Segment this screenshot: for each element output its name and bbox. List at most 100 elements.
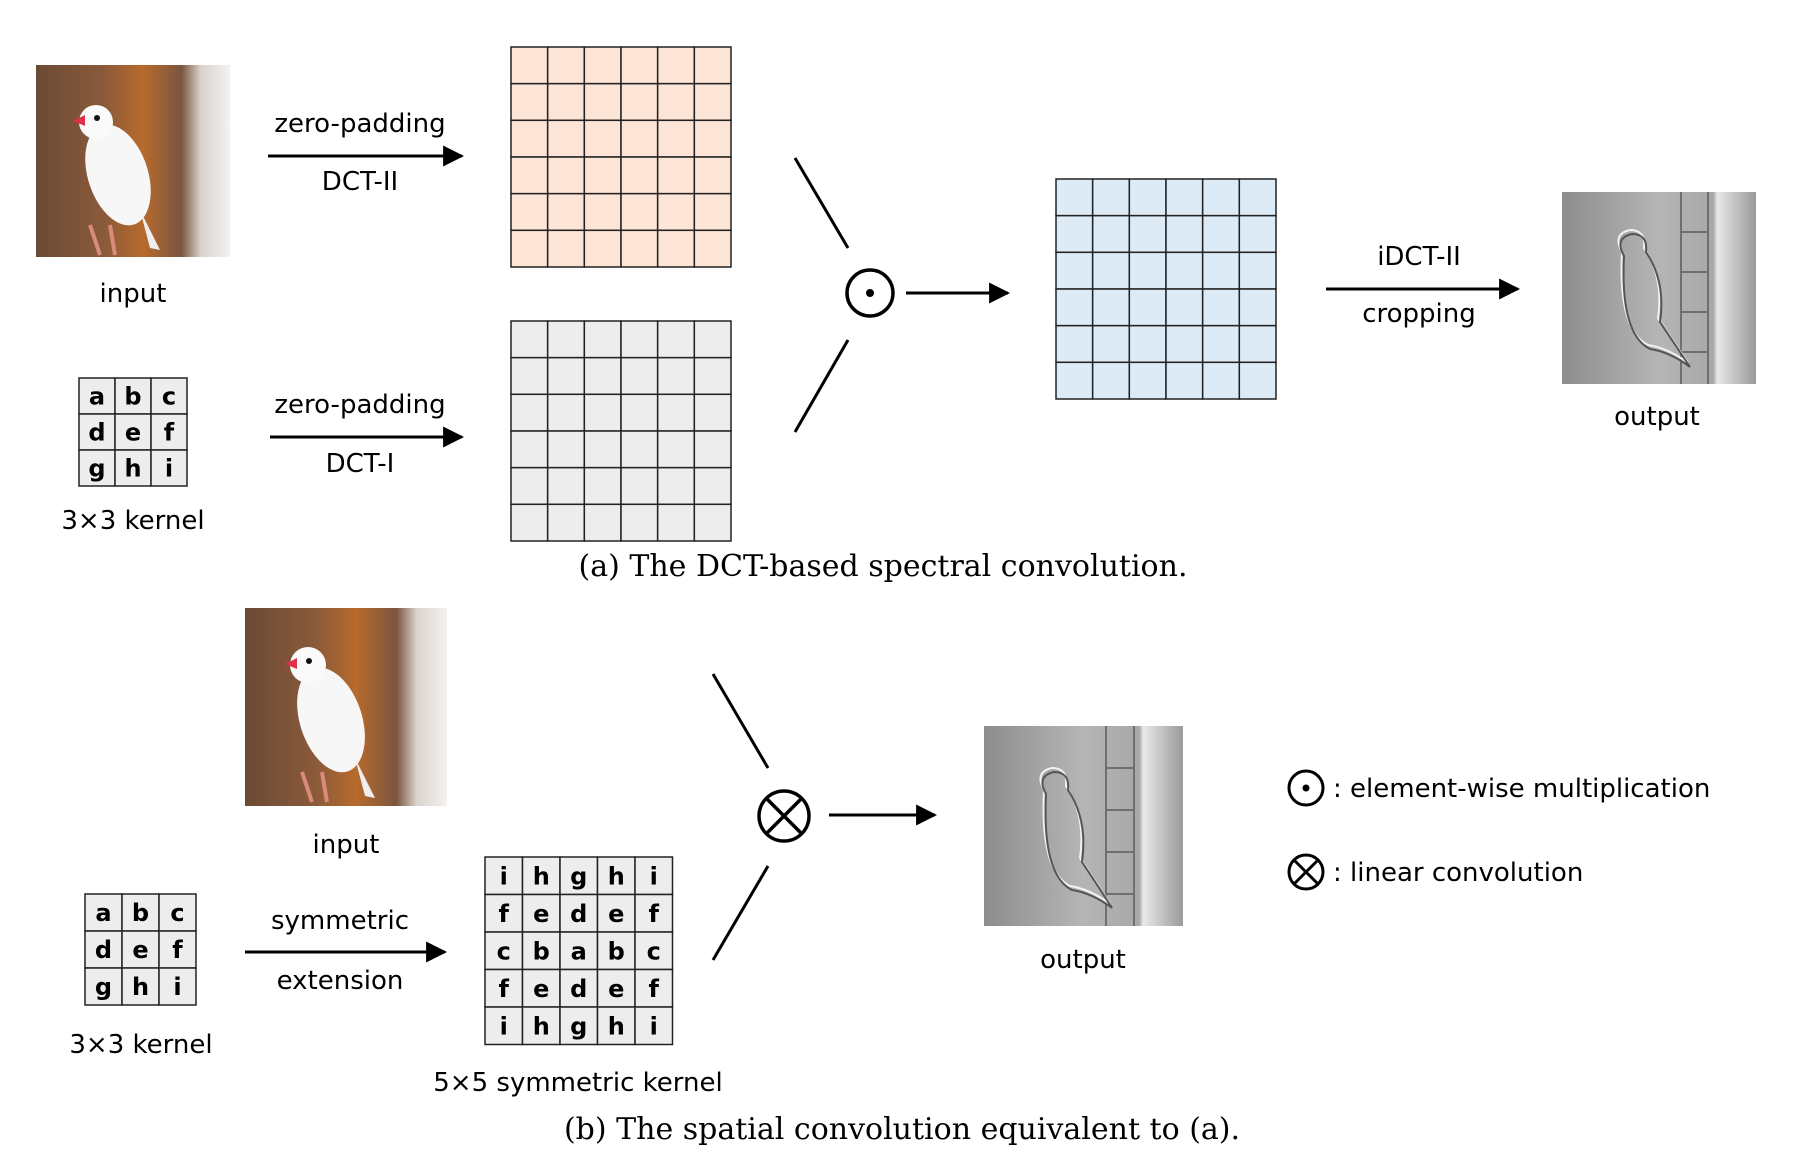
grid-cell: [656, 192, 696, 232]
grid-cell: [546, 466, 586, 506]
grid-cell: [620, 46, 659, 85]
kernel-cell-label: g: [88, 455, 105, 483]
legend-item-elementwise: : element-wise multiplication: [1333, 774, 1710, 804]
grid-cell: [1091, 178, 1131, 217]
kernel-cell-label: d: [570, 975, 587, 1003]
kernel-cell-label: e: [533, 900, 549, 928]
converge-line-lower-b: [711, 865, 770, 961]
kernel-cell: [521, 1006, 561, 1046]
grid-cell: [1165, 324, 1204, 364]
kernel-cell: [78, 449, 116, 487]
kernel-cell-label: e: [608, 975, 624, 1003]
arrow-top-label2: DCT-II: [322, 167, 398, 197]
kernel-cell: [78, 377, 116, 415]
input-label-a: input: [100, 279, 167, 309]
kernel-cell-label: h: [533, 862, 550, 890]
kernel-cell-label: c: [647, 937, 661, 965]
grid-cell: [693, 192, 732, 232]
kernel-cell-label: i: [650, 1012, 658, 1040]
kernel-cell: [121, 893, 160, 932]
grid-cell: [1165, 288, 1204, 327]
elementwise-multiply-icon: [1287, 769, 1325, 807]
grid-cell: [583, 430, 622, 469]
grid-cell: [1201, 251, 1241, 290]
converge-line-lower-a: [793, 339, 850, 433]
grid-cell: [583, 46, 622, 85]
grid-cell: [583, 393, 622, 432]
kernel-cell-label: h: [608, 862, 625, 890]
grid-cell: [510, 119, 549, 158]
kernel-cell: [634, 856, 674, 896]
grid-cell: [620, 229, 659, 268]
grid-cell: [656, 320, 696, 359]
grid-cell: [1055, 288, 1094, 327]
grid-cell: [1238, 324, 1277, 364]
grid-cell: [546, 46, 586, 85]
kernel-cell-label: f: [499, 900, 510, 928]
grid-cell: [583, 503, 622, 542]
kernel-cell-label: g: [95, 973, 112, 1001]
grid-cell: [546, 356, 586, 396]
kernel-cell: [84, 893, 123, 932]
kernel-cell-label: g: [570, 862, 587, 890]
grid-cell: [1165, 361, 1204, 400]
grid-cell: [693, 356, 732, 396]
kernel-cell-label: f: [649, 900, 660, 928]
grid-cell: [1091, 288, 1131, 327]
grid-cell: [693, 503, 732, 542]
grid-cell: [1201, 288, 1241, 327]
grid-cell: [693, 82, 732, 122]
grid-cell: [1055, 324, 1094, 364]
grid-cell: [546, 503, 586, 542]
grid-cell: [620, 430, 659, 469]
input-label-b: input: [313, 830, 380, 860]
kernel-cell: [596, 893, 636, 933]
kernel-cell: [634, 968, 674, 1008]
grid-cell: [583, 320, 622, 359]
kernel-cell: [158, 967, 197, 1006]
grid-cell: [1165, 214, 1204, 254]
kernel-cell-label: i: [173, 973, 181, 1001]
grid-cell: [1201, 178, 1241, 217]
grid-cell: [1201, 361, 1241, 400]
converge-line-upper-b: [711, 673, 770, 769]
grid-cell: [693, 430, 732, 469]
grid-cell: [656, 356, 696, 396]
grid-cell: [583, 466, 622, 506]
grid-cell: [1055, 361, 1094, 400]
kernel-cell-label: h: [533, 1012, 550, 1040]
kernel-cell-label: i: [500, 1012, 508, 1040]
grid-cell: [656, 466, 696, 506]
grid-cell: [583, 356, 622, 396]
grid-cell: [583, 119, 622, 158]
grid-cell: [546, 119, 586, 158]
kernel-cell-label: b: [608, 937, 625, 965]
bird-icon: [285, 647, 375, 803]
grid-cell: [1238, 214, 1277, 254]
kernel-cell: [158, 893, 197, 932]
grid-cell: [656, 503, 696, 542]
kernel-cell-label: e: [608, 900, 624, 928]
kernel-cell: [634, 893, 674, 933]
kernel-cell-label: c: [170, 899, 184, 927]
output-image-b: [984, 726, 1183, 926]
grid-cell: [656, 82, 696, 122]
grid-cell: [1128, 361, 1167, 400]
linear-convolution-icon: [1287, 853, 1325, 891]
grid-cell: [510, 430, 549, 469]
grid-cell: [510, 466, 549, 506]
output-image-a: [1562, 192, 1756, 384]
grid-cell: [620, 82, 659, 122]
grid-cell: [620, 393, 659, 432]
kernel-cell: [150, 449, 188, 487]
kernel-cell-label: d: [88, 419, 105, 447]
kernel-cell-label: e: [533, 975, 549, 1003]
converge-line-upper-a: [793, 157, 850, 249]
grid-cell: [583, 156, 622, 195]
grid-cell: [620, 119, 659, 158]
arrow-sym-label2: extension: [277, 966, 404, 996]
kernel-cell: [521, 893, 561, 933]
grid-cell: [620, 466, 659, 506]
input-photo-b: [245, 608, 447, 806]
